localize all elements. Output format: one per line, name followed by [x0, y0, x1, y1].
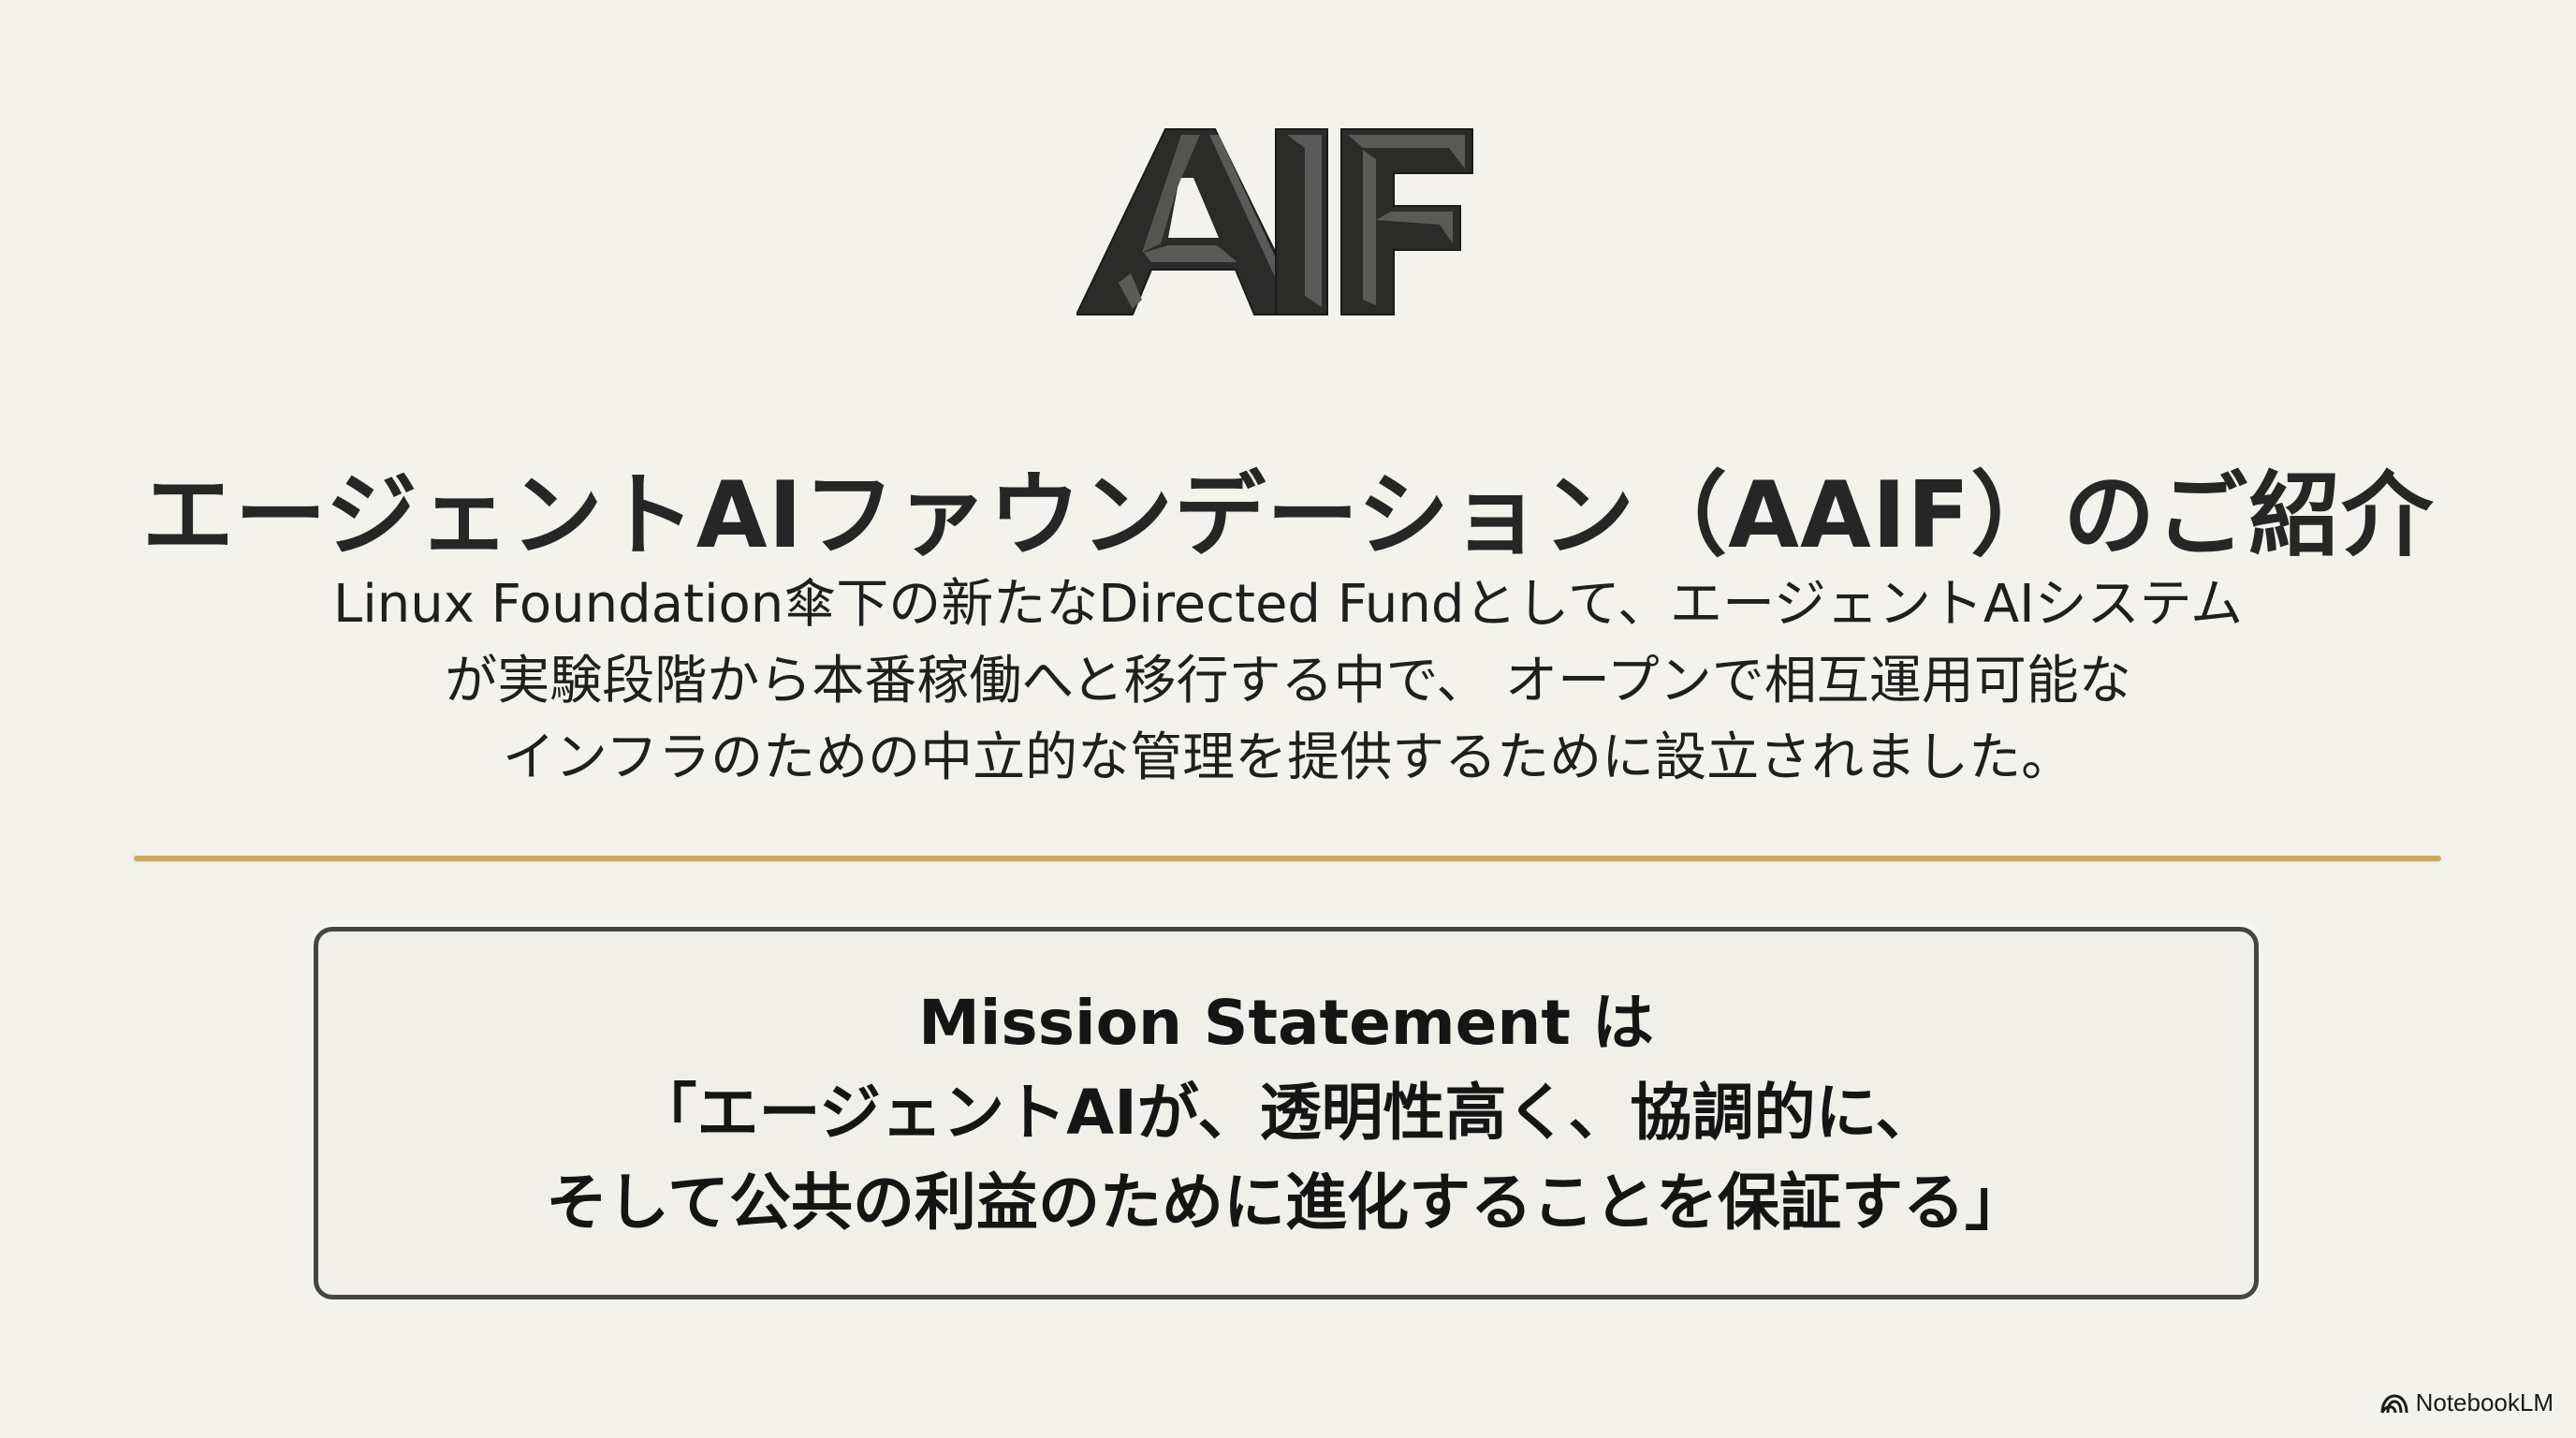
- aif-logo: [1076, 122, 1498, 328]
- mission-statement: Mission Statement は 「エージェントAIが、透明性高く、協調的…: [318, 978, 2254, 1248]
- description-line: インフラのための中立的な管理を提供するために設立されました。: [502, 727, 2074, 788]
- aif-logo-icon: [1076, 128, 1473, 315]
- description: Linux Foundation傘下の新たなDirected Fundとして、エ…: [0, 566, 2576, 797]
- mission-line: そして公共の利益のために進化することを保証する」: [545, 1167, 2027, 1239]
- page-title: エージェントAIファウンデーション（AAIF）のご紹介: [141, 462, 2435, 569]
- gold-divider: [134, 856, 2441, 861]
- notebooklm-watermark: NotebookLM: [2380, 1388, 2554, 1417]
- description-line: Linux Foundation傘下の新たなDirected Fundとして、エ…: [333, 574, 2243, 635]
- notebooklm-logo-icon: [2380, 1393, 2408, 1414]
- description-line: が実験段階から本番稼働へと移行する中で、 オープンで相互運用可能な: [445, 651, 2131, 712]
- mission-statement-box: Mission Statement は 「エージェントAIが、透明性高く、協調的…: [314, 927, 2259, 1299]
- mission-line: 「エージェントAIが、透明性高く、協調的に、: [635, 1077, 1938, 1149]
- mission-heading: Mission Statement は: [918, 987, 1654, 1059]
- watermark-label: NotebookLM: [2415, 1388, 2554, 1416]
